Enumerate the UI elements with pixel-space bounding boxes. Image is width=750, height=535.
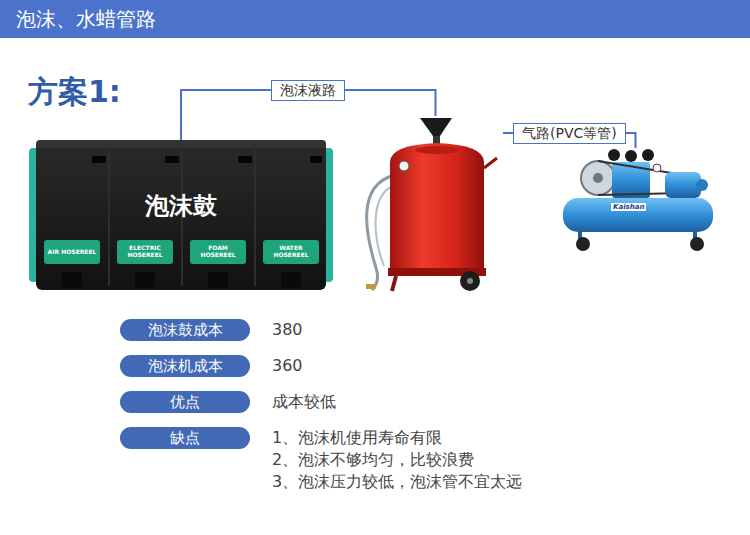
node-text: ELECTRIC HOSEREEL — [120, 245, 170, 258]
hosereel-badge: AIR HOSEREEL — [44, 240, 100, 264]
disadvantage-item: 2、泡沫不够均匀，比较浪费 — [272, 449, 474, 471]
node-text: FOAM HOSEREEL — [193, 245, 243, 258]
air-compressor: Kaishan — [553, 148, 718, 253]
node-text: AIR HOSEREEL — [48, 249, 97, 256]
air-compressor-illustration — [563, 149, 713, 251]
node-text: 泡沫鼓 — [36, 190, 326, 222]
node-text: Kaishan — [611, 203, 646, 211]
scheme-heading: 方案1: — [28, 74, 121, 110]
page-title: 泡沫、水蜡管路 — [16, 6, 156, 32]
row-heading-pill: 泡沫机成本 — [120, 355, 250, 377]
node-text: 泡沫鼓成本 — [148, 320, 223, 340]
foam-machine — [368, 116, 503, 294]
disadvantage-item: 3、泡沫压力较低，泡沫管不宜太远 — [272, 471, 522, 493]
node-text: 缺点 — [170, 428, 200, 448]
disadvantage-item: 1、泡沫机使用寿命有限 — [272, 427, 442, 449]
hosereel-badge: FOAM HOSEREEL — [190, 240, 246, 264]
node-text: WATER HOSEREEL — [266, 245, 316, 258]
connector-label: 泡沫液路 — [271, 80, 345, 101]
row-heading-pill: 泡沫鼓成本 — [120, 319, 250, 341]
row-heading-pill: 缺点 — [120, 427, 250, 449]
foam-drum-illustration — [29, 140, 333, 290]
hosereel-badge: ELECTRIC HOSEREEL — [117, 240, 173, 264]
cost-value: 380 — [272, 319, 303, 341]
connector-label: 气路(PVC等管) — [513, 123, 626, 144]
hosereel-badge: WATER HOSEREEL — [263, 240, 319, 264]
foam-drum: AIR HOSEREEL ELECTRIC HOSEREEL FOAM HOSERE… — [36, 140, 326, 290]
row-heading-pill: 优点 — [120, 391, 250, 413]
foam-machine-illustration — [366, 118, 497, 291]
node-text: 泡沫机成本 — [148, 356, 223, 376]
node-text: 优点 — [170, 392, 200, 412]
advantage-text: 成本较低 — [272, 391, 336, 413]
cost-value: 360 — [272, 355, 303, 377]
